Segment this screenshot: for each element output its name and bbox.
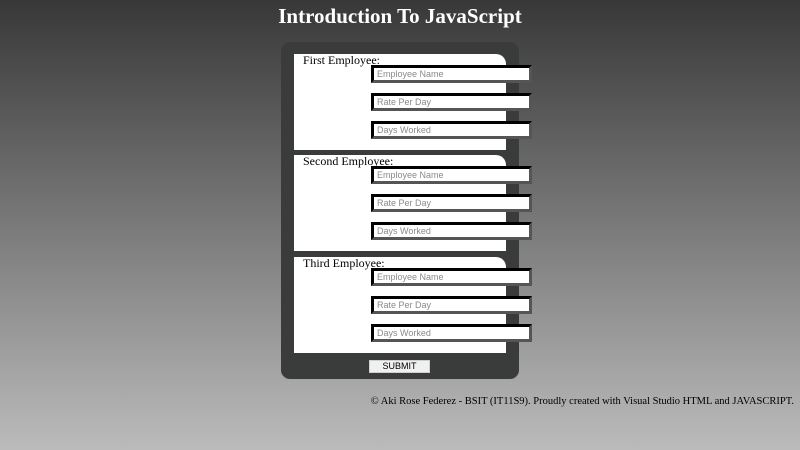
page-title: Introduction To JavaScript — [278, 4, 522, 28]
second-employee-name-input[interactable] — [371, 166, 532, 184]
first-employee-card: First Employee: — [294, 53, 532, 150]
third-employee-label: Third Employee: — [303, 256, 385, 270]
first-employee-rate-input[interactable] — [371, 93, 532, 111]
third-employee-rate-input[interactable] — [371, 296, 532, 314]
footer-credits: © Aki Rose Federez - BSIT (IT11S9). Prou… — [370, 396, 794, 407]
first-employee-label: First Employee: — [303, 53, 380, 67]
first-employee-name-input[interactable] — [371, 65, 532, 83]
second-employee-card: Second Employee: — [294, 154, 532, 251]
third-employee-name-input[interactable] — [371, 268, 532, 286]
employee-form-panel: First Employee: Second Employee: Third E… — [281, 42, 532, 379]
submit-button[interactable]: SUBMIT — [369, 360, 430, 373]
second-employee-rate-input[interactable] — [371, 194, 532, 212]
second-employee-label: Second Employee: — [303, 154, 394, 168]
first-employee-days-input[interactable] — [371, 121, 532, 139]
third-employee-card: Third Employee: — [294, 256, 532, 353]
third-employee-days-input[interactable] — [371, 324, 532, 342]
second-employee-days-input[interactable] — [371, 222, 532, 240]
